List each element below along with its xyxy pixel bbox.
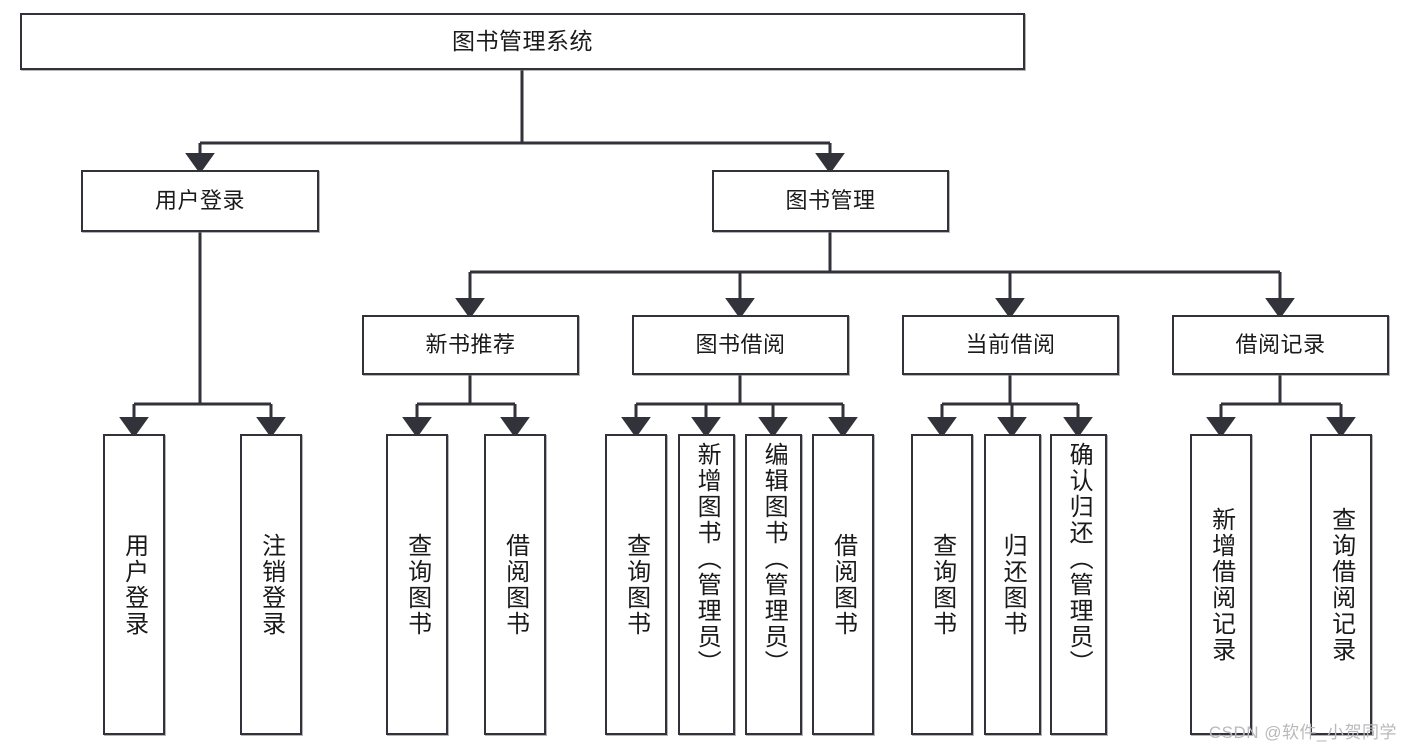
node-label: 查询图书 bbox=[403, 532, 431, 637]
leaf-query-books-newbook[interactable]: 查询图书 bbox=[386, 434, 448, 735]
node-label: 查询图书 bbox=[928, 532, 956, 637]
leaf-query-borrow-record[interactable]: 查询借阅记录 bbox=[1310, 434, 1372, 735]
leaf-logout[interactable]: 注销登录 bbox=[240, 434, 302, 735]
leaf-query-books-current[interactable]: 查询图书 bbox=[911, 434, 973, 735]
node-label: 用户登录 bbox=[154, 188, 245, 214]
node-label: 借阅记录 bbox=[1235, 332, 1326, 358]
node-label: 查询借阅记录 bbox=[1327, 506, 1355, 663]
node-root-book-management-system[interactable]: 图书管理系统 bbox=[20, 13, 1025, 70]
node-label: 图书管理 bbox=[785, 188, 876, 214]
node-book-management[interactable]: 图书管理 bbox=[712, 170, 949, 232]
node-label: 确认归还（管理员） bbox=[1065, 442, 1093, 676]
connector-bookmgmt-to-level3 bbox=[455, 232, 1295, 319]
node-label: 注销登录 bbox=[257, 532, 285, 637]
node-label: 新书推荐 bbox=[425, 332, 516, 358]
node-label: 图书借阅 bbox=[695, 332, 786, 358]
node-label: 当前借阅 bbox=[965, 332, 1056, 358]
leaf-add-borrow-record[interactable]: 新增借阅记录 bbox=[1190, 434, 1252, 735]
node-current-borrow[interactable]: 当前借阅 bbox=[902, 315, 1119, 375]
leaf-borrow-books[interactable]: 借阅图书 bbox=[812, 434, 874, 735]
node-label: 新增图书（管理员） bbox=[693, 442, 721, 676]
node-label: 图书管理系统 bbox=[452, 27, 593, 54]
leaf-return-books[interactable]: 归还图书 bbox=[984, 434, 1041, 735]
leaf-borrow-books-newbook[interactable]: 借阅图书 bbox=[484, 434, 546, 735]
connector-records-to-leaves bbox=[1206, 375, 1356, 438]
node-label: 编辑图书（管理员） bbox=[760, 442, 788, 676]
node-book-borrow[interactable]: 图书借阅 bbox=[632, 315, 849, 375]
node-label: 借阅图书 bbox=[501, 532, 529, 637]
node-label: 查询图书 bbox=[622, 532, 650, 637]
node-user-login[interactable]: 用户登录 bbox=[81, 170, 319, 232]
node-label: 新增借阅记录 bbox=[1207, 506, 1235, 663]
connector-borrow-to-leaves bbox=[621, 375, 858, 438]
leaf-add-book-admin[interactable]: 新增图书（管理员） bbox=[678, 434, 735, 735]
node-label: 借阅图书 bbox=[829, 532, 857, 637]
node-borrow-records[interactable]: 借阅记录 bbox=[1172, 315, 1389, 375]
connector-userlogin-to-leaves bbox=[119, 232, 286, 438]
leaf-edit-book-admin[interactable]: 编辑图书（管理员） bbox=[745, 434, 802, 735]
node-new-book-recommendation[interactable]: 新书推荐 bbox=[362, 315, 579, 375]
leaf-user-login[interactable]: 用户登录 bbox=[103, 434, 165, 735]
node-label: 用户登录 bbox=[120, 532, 148, 637]
node-label: 归还图书 bbox=[999, 532, 1027, 637]
csdn-watermark: CSDN @软件_小贺同学 bbox=[1208, 723, 1397, 742]
leaf-query-books-borrow[interactable]: 查询图书 bbox=[605, 434, 667, 735]
connector-newbook-to-leaves bbox=[402, 375, 530, 438]
connector-root-to-level2 bbox=[185, 70, 845, 174]
connector-current-to-leaves bbox=[927, 375, 1093, 438]
leaf-confirm-return-admin[interactable]: 确认归还（管理员） bbox=[1050, 434, 1107, 735]
